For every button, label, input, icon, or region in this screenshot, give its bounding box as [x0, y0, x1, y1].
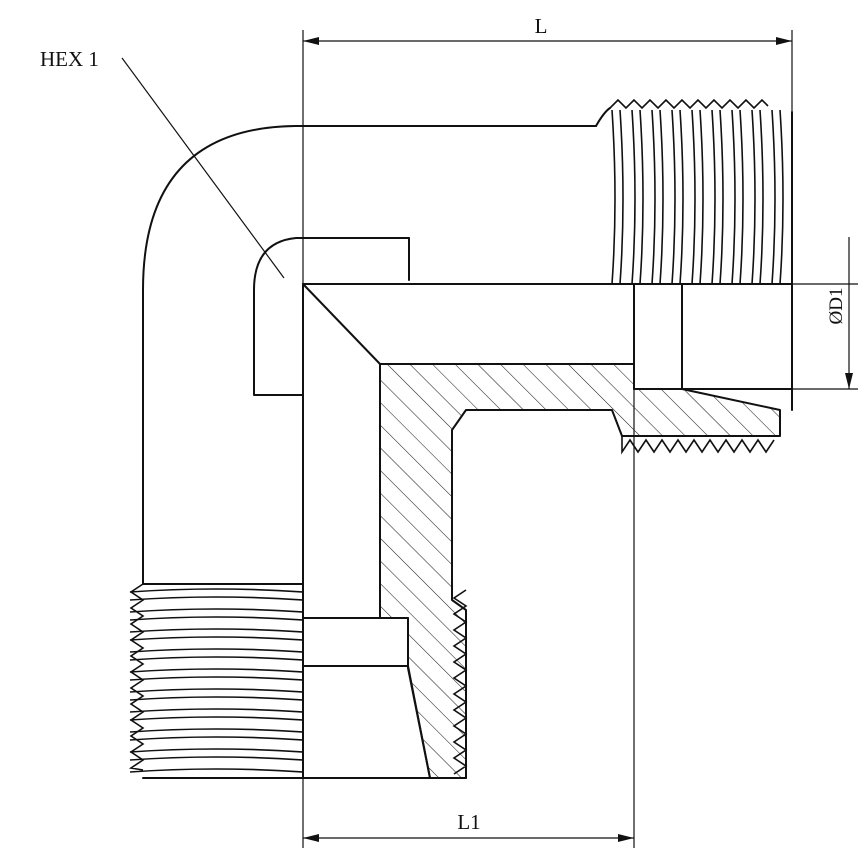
label-l1: L1 — [457, 810, 480, 834]
bend-to-thread-transition — [595, 107, 611, 127]
vertical-port-thread-teeth — [452, 589, 468, 775]
lower-bore-taper — [407, 665, 431, 779]
lower-bore-plug — [302, 617, 409, 667]
hex-inner-bend — [253, 237, 410, 396]
port-bore-plug — [633, 283, 683, 390]
label-hex: HEX 1 — [40, 47, 99, 71]
arrowhead-d1 — [845, 373, 853, 389]
arrowhead-right-l1 — [618, 834, 634, 842]
bottom-thread-teeth — [621, 436, 775, 455]
arrowhead-right — [776, 37, 792, 45]
section-miter-line — [302, 283, 381, 365]
top-thread-lines — [611, 109, 784, 285]
dimension-d1: ØD1 — [682, 237, 858, 390]
bottom-left-port — [128, 583, 468, 779]
top-right-port — [609, 98, 793, 455]
arrowhead-left-l1 — [303, 834, 319, 842]
label-l: L — [535, 14, 548, 38]
arrowhead-left — [303, 37, 319, 45]
hex-leader-line — [121, 57, 285, 279]
dimension-l: L — [302, 14, 793, 290]
hatched-section — [379, 363, 781, 779]
left-thread-crest — [128, 583, 145, 771]
left-thread-lines — [129, 588, 302, 773]
hex-callout: HEX 1 — [40, 47, 285, 279]
label-d1: ØD1 — [826, 288, 847, 325]
outer-bend — [142, 125, 597, 585]
top-thread-crest — [609, 98, 769, 110]
